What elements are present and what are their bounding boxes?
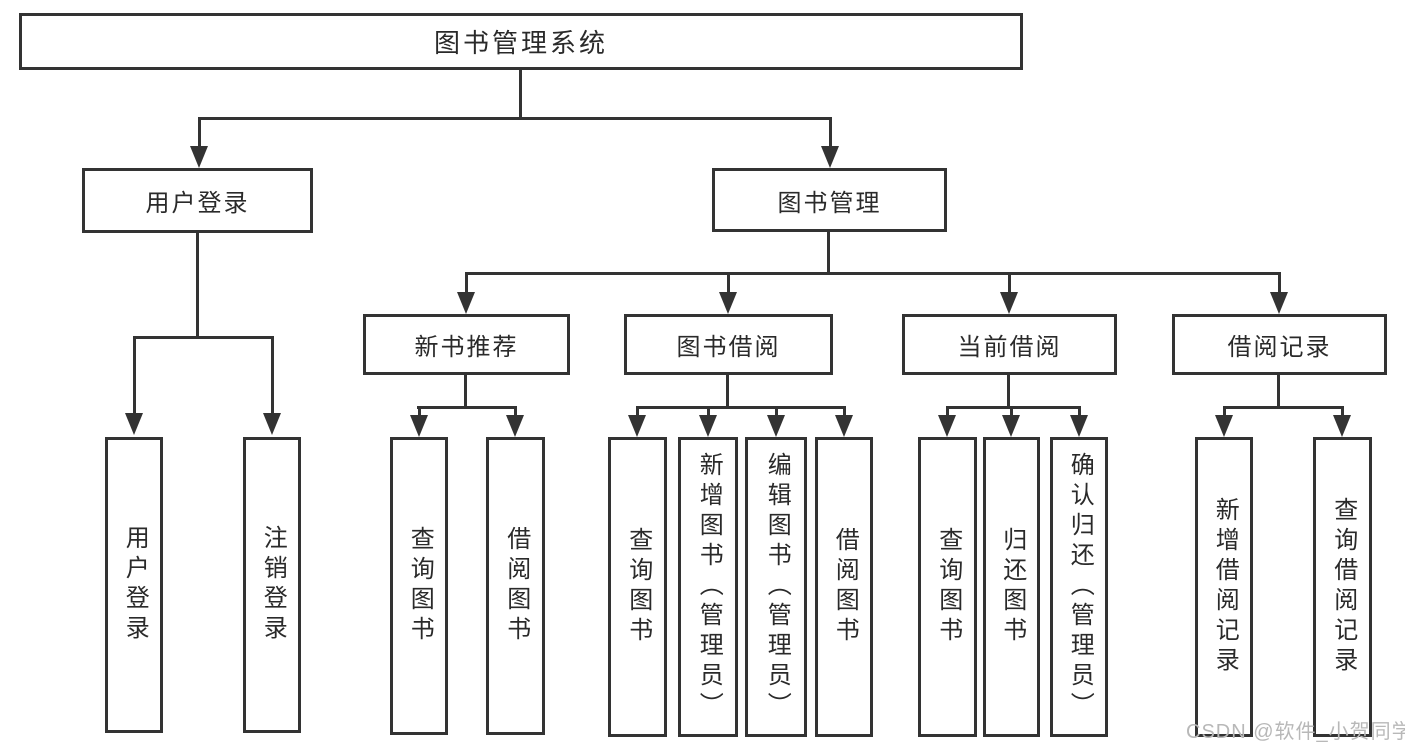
leaf-query-books: 查询图书 <box>918 437 977 737</box>
arrow-down-icon <box>1270 292 1288 314</box>
leaf-return-books: 归还图书 <box>983 437 1040 737</box>
arrow-down-icon <box>410 415 428 437</box>
arrow-down-icon <box>767 415 785 437</box>
node-label: 图书借阅 <box>676 334 781 361</box>
node-borrowing-records: 借阅记录 <box>1172 314 1387 375</box>
connector-arrow-stem <box>1278 272 1281 294</box>
leaf-query-borrow-record: 查询借阅记录 <box>1313 437 1372 737</box>
connector-arrow-stem <box>843 406 846 417</box>
leaf-add-borrow-record: 新增借阅记录 <box>1195 437 1253 737</box>
arrow-down-icon <box>1000 292 1018 314</box>
node-label: 图书管理 <box>777 189 882 217</box>
leaf-borrow-books: 借阅图书 <box>815 437 873 737</box>
node-label: 查询图书 <box>624 527 652 647</box>
leaf-query-books: 查询图书 <box>390 437 448 735</box>
connector-horizontal-line <box>417 406 517 409</box>
connector-vertical-line <box>1277 375 1280 409</box>
node-user-login: 用户登录 <box>82 168 313 233</box>
connector-vertical-line <box>1007 375 1010 409</box>
leaf-edit-books-admin: 编辑图书（管理员） <box>745 437 807 737</box>
connector-vertical-line <box>519 70 522 120</box>
arrow-down-icon <box>190 146 208 168</box>
arrow-down-icon <box>628 415 646 437</box>
node-book-management: 图书管理 <box>712 168 947 232</box>
node-label: 图书管理系统 <box>433 28 608 58</box>
leaf-confirm-return-admin: 确认归还（管理员） <box>1050 437 1108 737</box>
leaf-query-books: 查询图书 <box>608 437 667 737</box>
csdn-watermark: CSDN @软件_小贺同学 <box>1186 721 1405 743</box>
node-label: 确认归还（管理员） <box>1066 452 1094 722</box>
node-label: 新增借阅记录 <box>1211 497 1239 677</box>
connector-arrow-stem <box>271 336 274 415</box>
arrow-down-icon <box>719 292 737 314</box>
leaf-add-books-admin: 新增图书（管理员） <box>678 437 738 737</box>
connector-arrow-stem <box>198 117 201 148</box>
node-label: 用户登录 <box>145 190 250 217</box>
arrow-down-icon <box>263 413 281 435</box>
connector-horizontal-line <box>198 117 832 120</box>
leaf-logout: 注销登录 <box>243 437 301 733</box>
connector-vertical-line <box>726 375 729 409</box>
connector-arrow-stem <box>465 272 468 294</box>
connector-arrow-stem <box>707 406 710 417</box>
connector-arrow-stem <box>636 406 639 417</box>
connector-arrow-stem <box>1223 406 1226 417</box>
arrow-down-icon <box>1070 415 1088 437</box>
connector-horizontal-line <box>133 336 274 339</box>
node-label: 查询图书 <box>406 526 434 646</box>
connector-arrow-stem <box>1008 272 1011 294</box>
node-label: 新增图书（管理员） <box>695 452 723 722</box>
connector-arrow-stem <box>946 406 949 417</box>
arrow-down-icon <box>835 415 853 437</box>
leaf-user-login: 用户登录 <box>105 437 163 733</box>
node-label: 借阅图书 <box>831 527 859 647</box>
connector-horizontal-line <box>946 406 1081 409</box>
connector-vertical-line <box>827 232 830 274</box>
connector-arrow-stem <box>418 406 421 417</box>
node-current-borrowing: 当前借阅 <box>902 314 1117 375</box>
node-new-book-recommendation: 新书推荐 <box>363 314 570 375</box>
node-label: 编辑图书（管理员） <box>763 452 791 722</box>
arrow-down-icon <box>457 292 475 314</box>
connector-arrow-stem <box>1341 406 1344 417</box>
node-label: 新书推荐 <box>414 334 519 361</box>
node-label: 当前借阅 <box>957 334 1062 361</box>
arrow-down-icon <box>506 415 524 437</box>
node-library-management-system: 图书管理系统 <box>19 13 1023 70</box>
arrow-down-icon <box>1333 415 1351 437</box>
node-label: 查询借阅记录 <box>1329 497 1357 677</box>
node-book-borrowing: 图书借阅 <box>624 314 833 375</box>
connector-arrow-stem <box>829 117 832 148</box>
leaf-borrow-books: 借阅图书 <box>486 437 545 735</box>
node-label: 归还图书 <box>998 527 1026 647</box>
connector-arrow-stem <box>727 272 730 294</box>
connector-arrow-stem <box>514 406 517 417</box>
arrow-down-icon <box>699 415 717 437</box>
arrow-down-icon <box>125 413 143 435</box>
connector-arrow-stem <box>1078 406 1081 417</box>
connector-horizontal-line <box>1223 406 1344 409</box>
connector-horizontal-line <box>465 272 1281 275</box>
node-label: 注销登录 <box>259 525 287 645</box>
arrow-down-icon <box>1215 415 1233 437</box>
arrow-down-icon <box>821 146 839 168</box>
node-label: 借阅记录 <box>1227 334 1332 361</box>
arrow-down-icon <box>1002 415 1020 437</box>
node-label: 借阅图书 <box>502 526 530 646</box>
connector-vertical-line <box>196 233 199 339</box>
connector-arrow-stem <box>1010 406 1013 417</box>
connector-arrow-stem <box>133 336 136 415</box>
connector-arrow-stem <box>775 406 778 417</box>
connector-vertical-line <box>464 375 467 409</box>
connector-horizontal-line <box>636 406 846 409</box>
node-label: 用户登录 <box>121 525 149 645</box>
arrow-down-icon <box>938 415 956 437</box>
node-label: 查询图书 <box>934 527 962 647</box>
